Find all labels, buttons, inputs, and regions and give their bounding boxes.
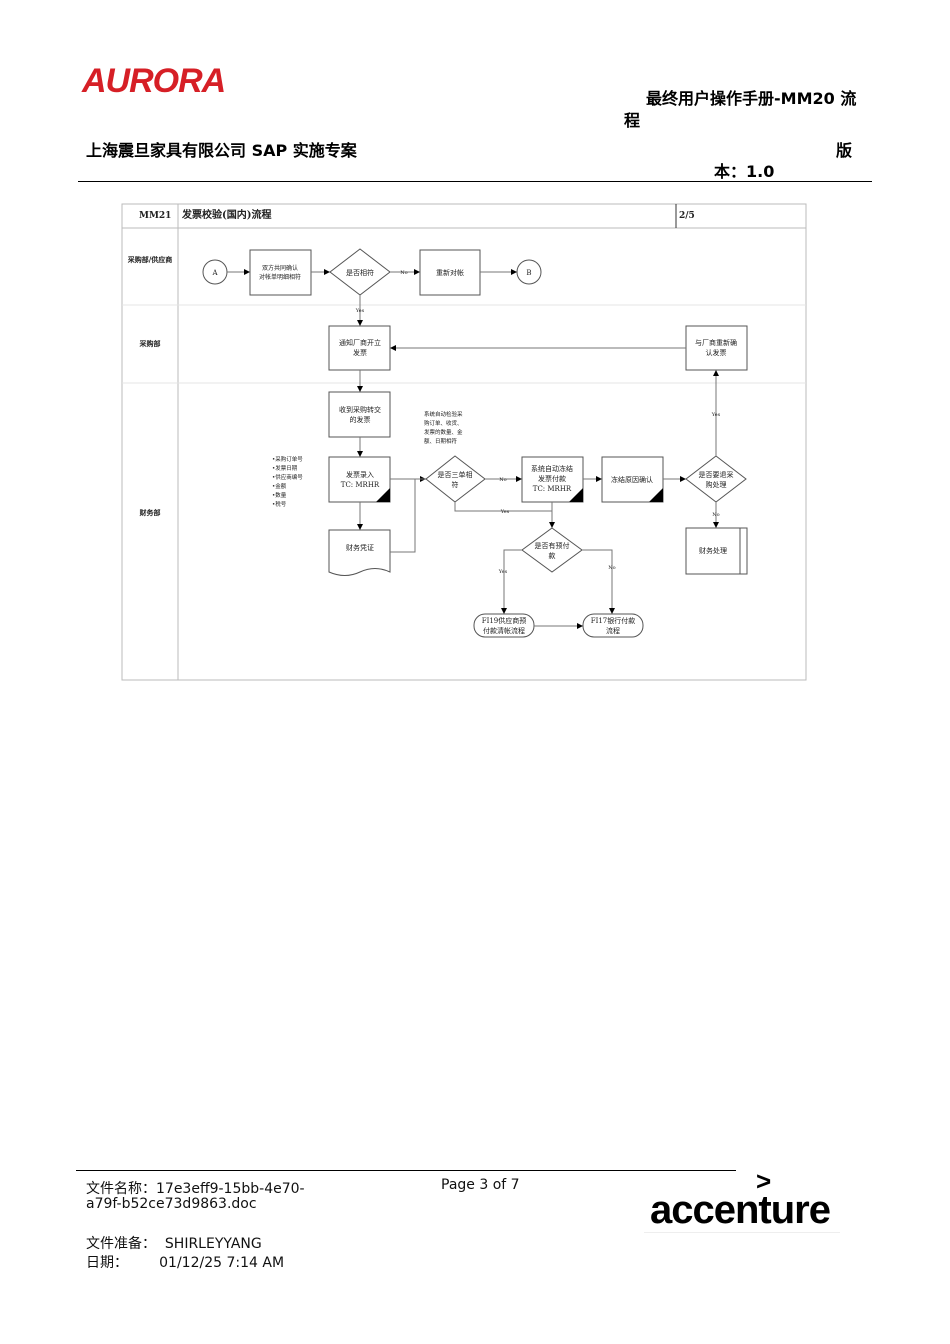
lane-label: 采购部 bbox=[139, 339, 161, 348]
node-text: 重新对帐 bbox=[436, 268, 464, 277]
svg-text:•采购订单号: •采购订单号 bbox=[272, 455, 303, 463]
svg-text:系统自动检验采: 系统自动检验采 bbox=[424, 410, 463, 418]
node-text: 是否相符 bbox=[346, 268, 374, 277]
svg-text:Yes: Yes bbox=[498, 569, 508, 575]
version-line2: 本：1.0 bbox=[714, 162, 775, 181]
aurora-logo: AURORA bbox=[82, 62, 226, 100]
svg-text:Yes: Yes bbox=[355, 308, 365, 314]
node-text: 系统自动冻结 bbox=[531, 464, 573, 473]
svg-text:•发票日期: •发票日期 bbox=[272, 464, 298, 472]
node-text: 符 bbox=[452, 480, 459, 489]
svg-text:发票的数量、金: 发票的数量、金 bbox=[424, 428, 463, 436]
svg-text:No: No bbox=[499, 477, 506, 483]
auto-check-note: 系统自动检验采 购订单、收货、 发票的数量、金 额、日期相符 bbox=[424, 410, 463, 445]
svg-text:No: No bbox=[400, 270, 407, 276]
node-text: 是否三单相 bbox=[438, 470, 473, 479]
flow-code: MM21 bbox=[139, 211, 171, 221]
node-text: 财务凭证 bbox=[346, 543, 374, 552]
node-text: 发票 bbox=[353, 348, 367, 357]
svg-text:•供应商编号: •供应商编号 bbox=[272, 473, 303, 481]
node-text: 财务处理 bbox=[699, 546, 727, 555]
node-text: 双方共同确认 bbox=[262, 264, 298, 272]
node-text: 是否要退采 bbox=[699, 470, 734, 479]
footer-rule bbox=[76, 1170, 736, 1171]
node-text: 是否有预付 bbox=[535, 541, 570, 550]
node-text: 的发票 bbox=[350, 415, 371, 424]
svg-text:No: No bbox=[608, 565, 615, 571]
accenture-mark: > bbox=[756, 1166, 772, 1196]
swimlane-frame bbox=[121, 203, 807, 681]
version-line1: 版 bbox=[836, 141, 853, 160]
svg-text:•数量: •数量 bbox=[272, 491, 287, 499]
lane-label: 财务部 bbox=[139, 508, 161, 517]
sap-transaction-marker bbox=[376, 488, 663, 502]
file-name-line1: 文件名称：17e3eff9-15bb-4e70- bbox=[86, 1181, 305, 1197]
svg-text:购订单、收货、: 购订单、收货、 bbox=[424, 419, 463, 427]
flow-page: 2/5 bbox=[679, 211, 695, 221]
node-text: 流程 bbox=[606, 626, 620, 635]
node-text: 通知厂商开立 bbox=[339, 338, 381, 347]
header-rule bbox=[78, 181, 872, 182]
svg-text:No: No bbox=[712, 512, 719, 518]
node-text: 购处理 bbox=[706, 480, 727, 489]
node-text: 付款清帐流程 bbox=[483, 626, 525, 635]
svg-text:•金额: •金额 bbox=[272, 482, 287, 490]
node-text: 对帐单明细相符 bbox=[259, 273, 301, 281]
svg-text:•税号: •税号 bbox=[272, 500, 287, 508]
connector-b: B bbox=[526, 269, 531, 277]
node-text: 冻结原因确认 bbox=[611, 475, 653, 484]
entry-fields-list: •采购订单号 •发票日期 •供应商编号 •金额 •数量 •税号 bbox=[272, 455, 303, 508]
logo-underline bbox=[644, 1232, 840, 1233]
node-text: 发票录入 bbox=[346, 470, 374, 479]
node-text: 发票付款 bbox=[538, 474, 566, 483]
file-name-line2: a79f-b52ce73d9863.doc bbox=[86, 1196, 257, 1212]
lane-label: 采购部/供应商 bbox=[127, 255, 173, 264]
node-text: FI17银行付款 bbox=[591, 616, 636, 625]
svg-text:额、日期相符: 额、日期相符 bbox=[424, 437, 458, 445]
flow-title: 发票校验(国内)流程 bbox=[181, 208, 271, 221]
node-text: TC: MRHR bbox=[341, 481, 380, 489]
node-text: 收到采购转交 bbox=[339, 405, 381, 414]
prepared-by: 文件准备： SHIRLEYYANG bbox=[86, 1236, 262, 1252]
node-text: TC: MRHR bbox=[533, 485, 572, 493]
date: 日期： 01/12/25 7:14 AM bbox=[86, 1255, 285, 1271]
node-text: 款 bbox=[549, 551, 556, 560]
node-text: 与厂商重新确 bbox=[695, 338, 737, 347]
connector-a: A bbox=[211, 269, 218, 277]
doc-title-line1: 最终用户操作手册-MM20 流 bbox=[646, 89, 857, 108]
node-text: 认发票 bbox=[706, 348, 727, 357]
node-text: FI19供应商预 bbox=[482, 616, 527, 625]
svg-text:Yes: Yes bbox=[500, 509, 510, 515]
flowchart: MM21 发票校验(国内)流程 2/5 采购部/供应商 采购部 财务部 bbox=[121, 203, 807, 681]
page-number: Page 3 of 7 bbox=[441, 1177, 520, 1193]
svg-text:Yes: Yes bbox=[711, 412, 721, 418]
branch-labels: No Yes No Yes Yes No Yes No bbox=[355, 270, 721, 575]
doc-title-line2: 程 bbox=[624, 111, 641, 130]
company-title: 上海震旦家具有限公司 SAP 实施专案 bbox=[86, 141, 357, 160]
accenture-logo: accenture bbox=[650, 1188, 831, 1232]
